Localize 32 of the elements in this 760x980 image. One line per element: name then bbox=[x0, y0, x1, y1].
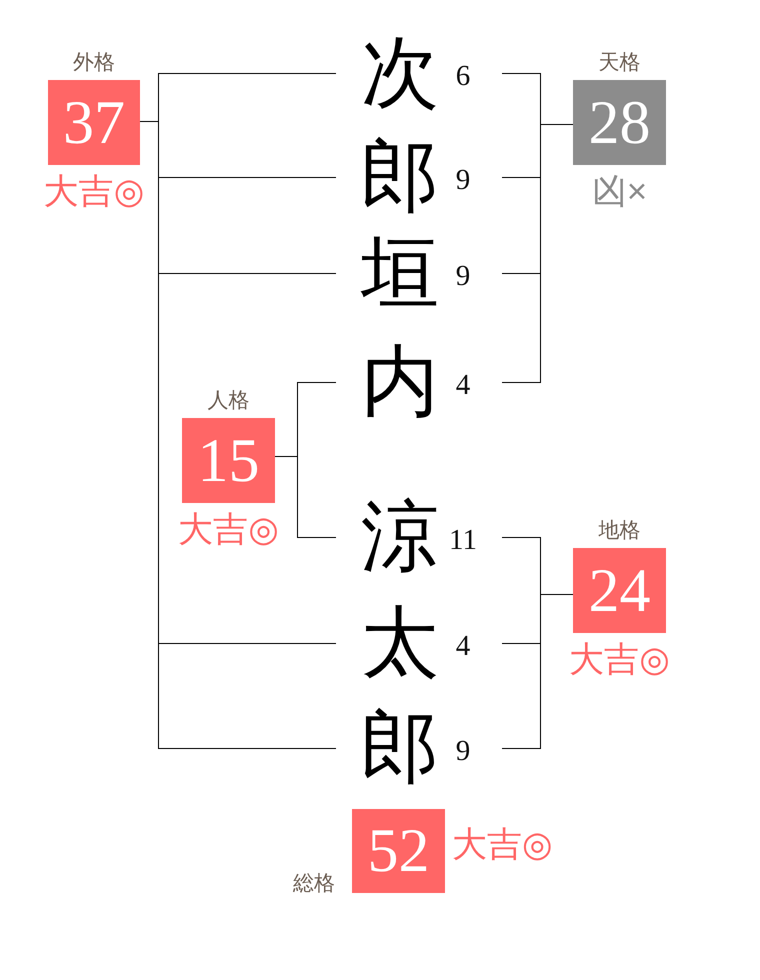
score-box: 24 bbox=[573, 548, 666, 633]
stroke-count: 4 bbox=[456, 370, 470, 400]
heading-label: 人格 bbox=[208, 389, 250, 413]
score-box: 28 bbox=[573, 80, 666, 165]
heading-label: 総格 bbox=[293, 872, 335, 896]
connector-line bbox=[502, 594, 574, 749]
name-character: 郎 bbox=[360, 708, 440, 788]
name-character: 涼 bbox=[360, 497, 440, 577]
heading-label: 天格 bbox=[598, 51, 640, 75]
name-character: 内 bbox=[360, 342, 440, 422]
stroke-count: 6 bbox=[456, 61, 470, 91]
stroke-count: 9 bbox=[456, 165, 470, 195]
score-box: 15 bbox=[182, 418, 275, 503]
name-character: 郎 bbox=[360, 137, 440, 217]
score-box: 37 bbox=[48, 80, 140, 165]
name-character: 次 bbox=[360, 33, 440, 113]
heading-label: 地格 bbox=[598, 519, 640, 543]
fortune-label: 凶× bbox=[592, 173, 648, 211]
score-box: 52 bbox=[352, 809, 445, 893]
stroke-count: 9 bbox=[456, 736, 470, 766]
name-character: 太 bbox=[360, 603, 440, 683]
stroke-count: 9 bbox=[456, 261, 470, 291]
fortune-label: 大吉◎ bbox=[569, 641, 670, 679]
connector-line bbox=[274, 456, 336, 538]
stroke-count: 11 bbox=[449, 525, 477, 555]
fortune-label: 大吉◎ bbox=[178, 511, 279, 549]
fortune-label: 大吉◎ bbox=[452, 826, 553, 864]
heading-label: 外格 bbox=[73, 51, 115, 75]
stroke-count: 4 bbox=[456, 631, 470, 661]
connector-line bbox=[502, 124, 574, 383]
fortune-label: 大吉◎ bbox=[44, 173, 144, 211]
name-character: 垣 bbox=[360, 233, 440, 313]
